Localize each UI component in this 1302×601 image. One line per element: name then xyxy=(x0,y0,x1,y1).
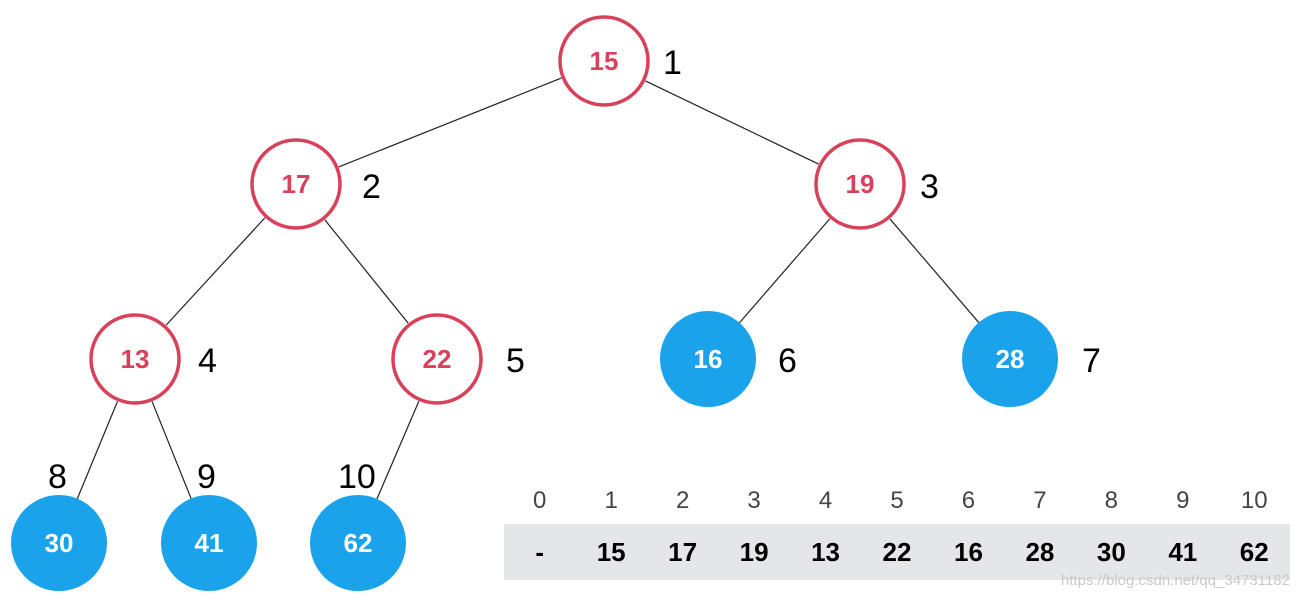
tree-edge xyxy=(76,401,118,501)
node-value: 19 xyxy=(846,169,875,199)
array-value-cell: 62 xyxy=(1239,537,1269,567)
tree-edge xyxy=(889,218,981,325)
node-circle xyxy=(391,313,483,405)
node-value: 28 xyxy=(996,344,1025,374)
node-value: 30 xyxy=(45,528,74,558)
node-index-label-9: 9 xyxy=(197,458,216,496)
watermark-text: https://blog.csdn.net/qq_34731182 xyxy=(1060,572,1290,589)
node-value: 17 xyxy=(282,169,311,199)
node-index-label-2: 2 xyxy=(362,168,381,206)
node-value: 13 xyxy=(121,344,150,374)
array-index-cell: 2 xyxy=(675,487,690,514)
tree-node-2: 17 xyxy=(250,138,342,230)
array-index-row: 0 1 2 3 4 5 6 7 8 9 10 xyxy=(504,478,1290,524)
node-index-label-5: 5 xyxy=(506,342,525,380)
node-value: 15 xyxy=(590,46,619,76)
array-index-cell: 7 xyxy=(1033,487,1047,514)
node-index-label-10: 10 xyxy=(338,458,376,496)
tree-index-labels: 1 2 3 4 5 6 7 8 9 10 xyxy=(48,44,1101,496)
array-value-cell: 19 xyxy=(739,537,769,567)
tree-edge xyxy=(324,219,409,324)
node-circle xyxy=(962,311,1058,407)
heap-array-table: 0 1 2 3 4 5 6 7 8 9 10 - 15 17 19 13 22 16 28 30 41 62 xyxy=(504,478,1290,580)
node-circle xyxy=(161,495,257,591)
tree-edges xyxy=(76,77,981,501)
array-value-cell: 16 xyxy=(953,537,983,567)
array-value-cell: - xyxy=(535,537,545,567)
array-index-cell: 5 xyxy=(890,487,904,514)
tree-node-3: 19 xyxy=(814,138,906,230)
tree-edge xyxy=(645,80,819,165)
node-index-label-1: 1 xyxy=(663,44,682,82)
array-value-cell: 30 xyxy=(1096,537,1126,567)
node-value: 22 xyxy=(423,344,452,374)
node-value: 41 xyxy=(195,528,224,558)
tree-node-10: 62 xyxy=(310,495,406,591)
array-value-row: - 15 17 19 13 22 16 28 30 41 62 xyxy=(504,524,1290,580)
array-index-cell: 1 xyxy=(604,487,618,514)
node-index-label-4: 4 xyxy=(198,342,217,380)
node-index-label-8: 8 xyxy=(48,458,67,496)
node-circle xyxy=(310,495,406,591)
node-circle xyxy=(814,138,906,230)
array-index-cell: 6 xyxy=(961,487,976,514)
tree-edge xyxy=(338,77,562,168)
array-index-cell: 3 xyxy=(747,487,761,514)
array-value-cell: 17 xyxy=(668,537,698,567)
tree-node-6: 16 xyxy=(660,311,756,407)
node-index-label-7: 7 xyxy=(1082,342,1101,380)
array-index-cell: 0 xyxy=(533,487,547,514)
tree-edge xyxy=(375,401,420,501)
node-circle xyxy=(89,313,181,405)
tree-edge xyxy=(165,217,266,326)
node-circle xyxy=(558,15,650,107)
array-value-cell: 28 xyxy=(1025,537,1055,567)
array-value-cell: 41 xyxy=(1168,537,1198,567)
node-value: 16 xyxy=(694,344,723,374)
array-value-cell: 13 xyxy=(811,537,840,567)
tree-node-7: 28 xyxy=(962,311,1058,407)
array-index-cell: 4 xyxy=(818,487,833,514)
tree-node-1: 15 xyxy=(558,15,650,107)
array-value-cell: 15 xyxy=(596,537,626,567)
tree-node-4: 13 xyxy=(89,313,181,405)
node-value: 62 xyxy=(344,528,373,558)
array-index-cell: 8 xyxy=(1104,487,1119,514)
node-index-label-6: 6 xyxy=(778,342,797,380)
array-value-cell: 22 xyxy=(882,537,912,567)
node-circle xyxy=(250,138,342,230)
tree-edge xyxy=(151,401,193,501)
tree-node-8: 30 xyxy=(11,495,107,591)
array-index-cell: 10 xyxy=(1240,487,1268,514)
tree-node-5: 22 xyxy=(391,313,483,405)
tree-edge xyxy=(737,218,831,325)
node-circle xyxy=(660,311,756,407)
tree-node-9: 41 xyxy=(161,495,257,591)
node-circle xyxy=(11,495,107,591)
node-index-label-3: 3 xyxy=(920,168,939,206)
array-index-cell: 9 xyxy=(1176,487,1190,514)
